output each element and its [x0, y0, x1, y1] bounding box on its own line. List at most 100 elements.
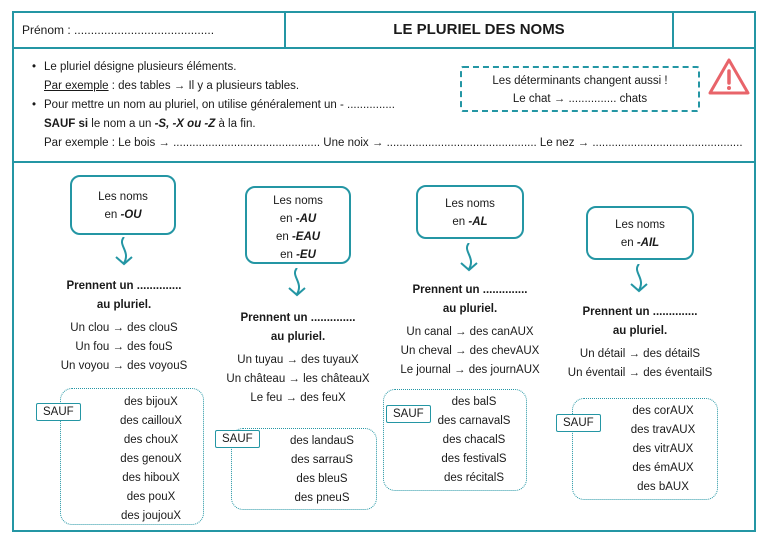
box-au-line2: en -AU — [247, 210, 349, 228]
exception-item: des bleuS — [296, 473, 348, 485]
warning-box: Les déterminants changent aussi ! Le cha… — [460, 66, 700, 112]
exception-item: des carnavalS — [437, 415, 511, 427]
exceptions-al: des balS des carnavalS des chacalS des f… — [383, 389, 527, 491]
example-label: Par exemple — [44, 80, 109, 92]
exception-item: des hibouX — [122, 472, 180, 484]
box-ou-line2: en -OU — [72, 206, 174, 224]
exception-item: des bAUX — [637, 481, 689, 493]
box-au-prefix-2: en — [275, 231, 292, 243]
exception-item: des émAUX — [632, 462, 694, 474]
sauf-label: SAUF — [215, 430, 260, 448]
rule-line-5: Par exemple : Le bois → ................… — [44, 137, 743, 149]
warning-triangle-icon — [708, 58, 750, 95]
ail-rule-line2: au pluriel. — [612, 325, 668, 337]
exception-item: des festivalS — [441, 453, 507, 465]
box-au-line1: Les noms — [273, 195, 323, 207]
exceptions-ail: des corAUX des travAUX des vitrAUX des é… — [572, 398, 718, 500]
exceptions-ou-list: des bijouX des caillouX des chouX des ge… — [101, 393, 201, 526]
box-ail: Les noms en -AIL — [586, 206, 694, 260]
box-ou: Les noms en -OU — [70, 175, 176, 235]
column-ou-text: Prennent un .............. au pluriel. U… — [52, 277, 196, 376]
exceptions-al-list: des balS des carnavalS des chacalS des f… — [424, 393, 524, 488]
exception-item: des bijouX — [124, 396, 178, 408]
ending-letters: -S, -X ou -Z — [154, 118, 216, 130]
rule-line-4-end: à la fin. — [215, 118, 256, 130]
column-ail-text: Prennent un .............. au pluriel. U… — [560, 303, 720, 383]
al-rule-line2: au pluriel. — [442, 303, 498, 315]
al-example-2: Un cheval → des chevAUX — [400, 345, 540, 357]
sauf-label: SAUF — [556, 414, 601, 432]
al-example-1: Un canal → des canAUX — [406, 326, 534, 338]
rule-line-3: Pour mettre un nom au pluriel, on utilis… — [32, 99, 395, 111]
column-au-text: Prennent un .............. au pluriel. U… — [222, 309, 374, 408]
exceptions-au-list: des landauS des sarrauS des bleuS des pn… — [274, 432, 370, 508]
ou-example-1: Un clou → des clouS — [70, 322, 178, 334]
exception-item: des balS — [451, 396, 497, 408]
exception-item: des travAUX — [630, 424, 696, 436]
al-rule-line1: Prennent un .............. — [412, 284, 528, 296]
box-al-line2: en -AL — [418, 213, 522, 231]
box-ail-line2: en -AIL — [588, 234, 692, 252]
exception-item: des vitrAUX — [632, 443, 694, 455]
exception-item: des corAUX — [632, 405, 694, 417]
exception-item: des joujouX — [120, 510, 182, 522]
ail-example-1: Un détail → des détailS — [579, 348, 701, 360]
ail-example-2: Un éventail → des éventailS — [567, 367, 713, 379]
sauf-label: SAUF — [386, 405, 431, 423]
ail-rule-line1: Prennent un .............. — [582, 306, 698, 318]
sauf-si: SAUF si — [44, 118, 89, 130]
curly-down-arrow-icon — [460, 243, 478, 272]
curly-down-arrow-icon — [115, 237, 133, 266]
box-al-suffix: -AL — [468, 216, 488, 228]
box-al-line1: Les noms — [445, 198, 495, 210]
box-ail-line1: Les noms — [615, 219, 665, 231]
box-ail-prefix: en — [620, 237, 637, 249]
rule-line-1: Le pluriel désigne plusieurs éléments. — [32, 61, 236, 73]
box-eu-suffix: -EU — [296, 249, 316, 261]
exception-item: des landauS — [290, 435, 354, 447]
rule-line-4-mid: le nom a un — [88, 118, 155, 130]
au-rule-line2: au pluriel. — [270, 331, 326, 343]
box-au-prefix-1: en — [279, 213, 296, 225]
rule-line-4: SAUF si le nom a un -S, -X ou -Z à la fi… — [44, 118, 256, 130]
example-text: : des tables → Il y a plusieurs tables. — [108, 80, 300, 92]
curly-down-arrow-icon — [288, 268, 306, 297]
exceptions-ail-list: des corAUX des travAUX des vitrAUX des é… — [613, 402, 713, 497]
page-title: LE PLURIEL DES NOMS — [286, 13, 674, 47]
rule-line-2: Par exemple : des tables → Il y a plusie… — [44, 80, 299, 92]
sauf-label: SAUF — [36, 403, 81, 421]
exception-item: des pouX — [126, 491, 176, 503]
exception-item: des chacalS — [442, 434, 506, 446]
au-example-2: Un château → les châteauX — [226, 373, 370, 385]
ou-example-2: Un fou → des fouS — [75, 341, 173, 353]
warning-line-1: Les déterminants changent aussi ! — [492, 75, 668, 87]
exception-item: des sarrauS — [290, 454, 353, 466]
warning-line-2: Le chat → ............... chats — [512, 93, 648, 105]
column-al-text: Prennent un .............. au pluriel. U… — [394, 281, 546, 380]
al-example-3: Le journal → des journAUX — [400, 364, 540, 376]
rules-section: Le pluriel désigne plusieurs éléments. P… — [14, 49, 754, 163]
header: Prénom : ...............................… — [14, 13, 754, 49]
box-al: Les noms en -AL — [416, 185, 524, 239]
box-au-eau-eu: Les noms en -AU en -EAU en -EU — [245, 186, 351, 264]
box-al-prefix: en — [452, 216, 469, 228]
box-au-suffix: -AU — [295, 213, 317, 225]
ou-rule-line1: Prennent un .............. — [66, 280, 182, 292]
ou-rule-line2: au pluriel. — [96, 299, 152, 311]
exception-item: des récitalS — [443, 472, 505, 484]
box-eau-suffix: -EAU — [291, 231, 321, 243]
exceptions-au: des landauS des sarrauS des bleuS des pn… — [231, 428, 377, 510]
curly-down-arrow-icon — [630, 264, 648, 293]
exception-item: des genouX — [120, 453, 182, 465]
box-ou-line1: Les noms — [98, 191, 148, 203]
exception-item: des pneuS — [294, 492, 350, 504]
box-ou-suffix: -OU — [120, 209, 142, 221]
name-field-label: Prénom : ...............................… — [14, 13, 286, 47]
box-ail-suffix: -AIL — [636, 237, 660, 249]
au-rule-line1: Prennent un .............. — [240, 312, 356, 324]
exception-item: des chouX — [123, 434, 179, 446]
exception-item: des caillouX — [119, 415, 182, 427]
box-au-prefix-3: en — [280, 249, 297, 261]
box-ou-prefix: en — [104, 209, 121, 221]
worksheet: Prénom : ...............................… — [12, 11, 756, 532]
